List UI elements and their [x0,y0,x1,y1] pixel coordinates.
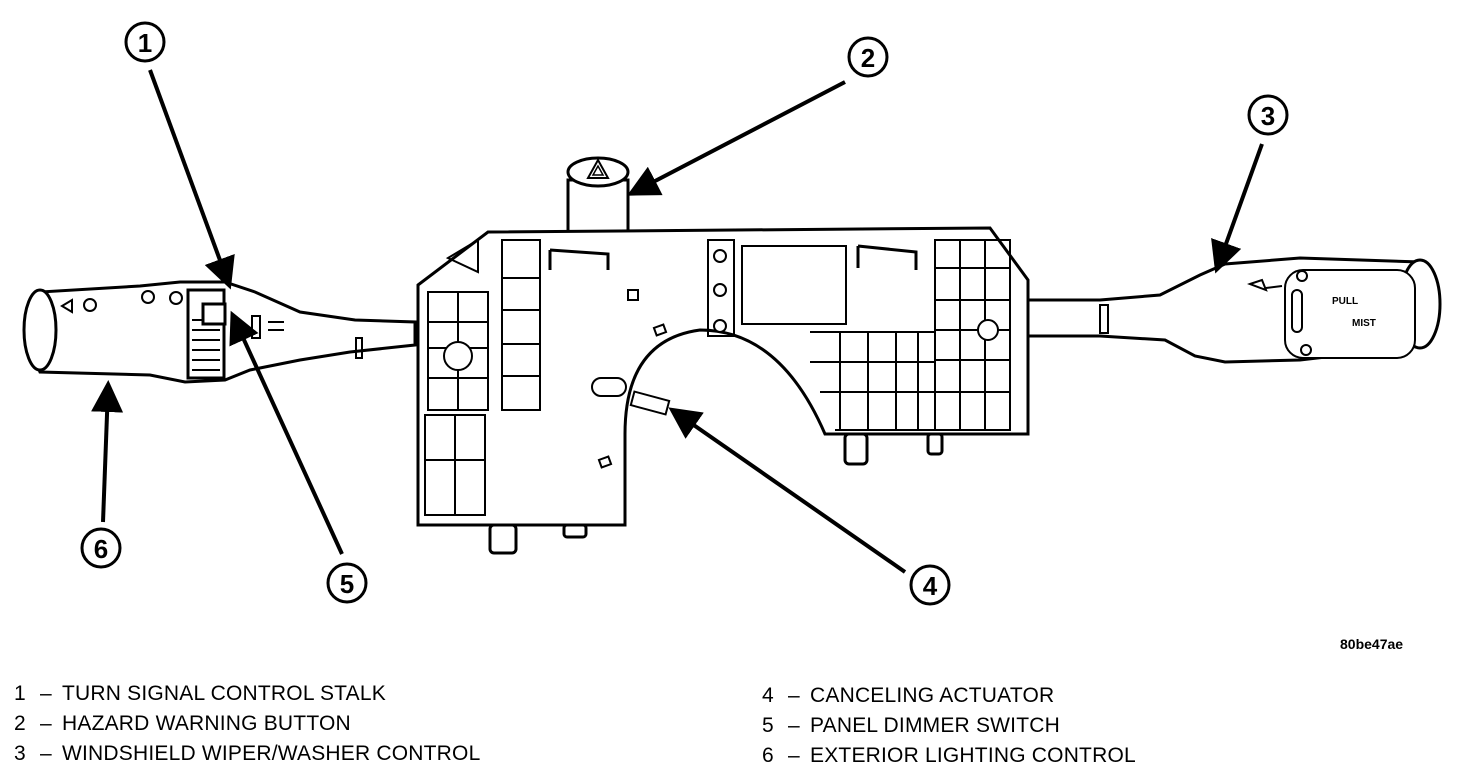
multifunction-switch-diagram: PULL MIST 1 2 3 4 5 6 [22,21,1442,606]
legend-dash: – [788,744,800,767]
arrow-1 [148,69,235,290]
callout-arrows [91,69,1264,574]
legend-dash: – [40,682,52,705]
callout-circle-3: 3 [1247,94,1289,136]
arrow-5 [229,310,344,555]
arrow-3 [1211,143,1264,274]
legend-number: 5 [762,714,774,737]
legend-label: PANEL DIMMER SWITCH [810,714,1060,737]
callout-number: 4 [923,571,938,601]
legend-dash: – [788,684,800,707]
figure-id: 80be47ae [1340,636,1404,652]
legend-dash: – [40,712,52,735]
callout-circle-4: 4 [909,564,951,606]
callout-number: 2 [861,43,875,73]
legend-item-6: 6–EXTERIOR LIGHTING CONTROL [762,744,1136,768]
arrow-4 [668,407,907,574]
legend-label: TURN SIGNAL CONTROL STALK [62,682,386,705]
legend-number: 4 [762,684,774,707]
hazard-button[interactable] [566,156,630,234]
legend-item-1: 1–TURN SIGNAL CONTROL STALK [14,682,386,706]
legend-item-4: 4–CANCELING ACTUATOR [762,684,1054,708]
arrow-2 [626,80,846,196]
right-stalk: PULL MIST [1026,256,1442,364]
legend-number: 3 [14,742,26,765]
legend-dash: – [40,742,52,765]
switch-housing [416,226,1030,555]
callout-circle-5: 5 [326,562,368,604]
mist-mark: MIST [1352,318,1376,329]
legend-number: 2 [14,712,26,735]
callout-number: 5 [340,569,354,599]
callout-circle-2: 2 [847,36,889,78]
legend-item-5: 5–PANEL DIMMER SWITCH [762,714,1060,738]
callout-number: 3 [1261,101,1275,131]
callout-circle-1: 1 [124,21,166,63]
callout-number: 6 [94,534,108,564]
pull-mark: PULL [1332,296,1358,307]
callout-circle-6: 6 [80,527,122,569]
legend-item-2: 2–HAZARD WARNING BUTTON [14,712,351,736]
arrow-6 [91,380,124,523]
legend-number: 1 [14,682,26,705]
legend-number: 6 [762,744,774,767]
legend-label: CANCELING ACTUATOR [810,684,1055,707]
legend-label: HAZARD WARNING BUTTON [62,712,351,735]
callout-number: 1 [138,28,152,58]
legend-dash: – [788,714,800,737]
legend-item-3: 3–WINDSHIELD WIPER/WASHER CONTROL [14,742,480,766]
legend-label: WINDSHIELD WIPER/WASHER CONTROL [62,742,481,765]
left-stalk [22,280,417,384]
legend-label: EXTERIOR LIGHTING CONTROL [810,744,1136,767]
